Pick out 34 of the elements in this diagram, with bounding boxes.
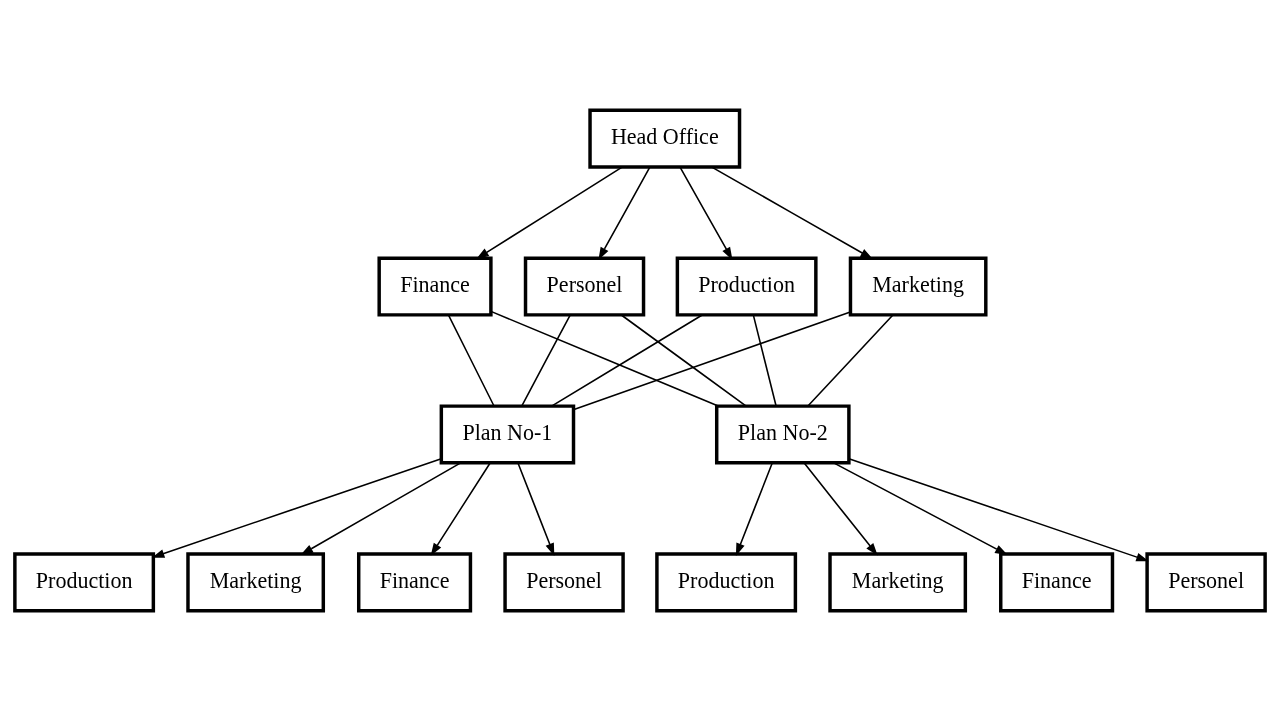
node-box: Personel (503, 551, 625, 612)
arrow (711, 165, 873, 259)
arrow (832, 461, 1008, 555)
connector (807, 314, 894, 407)
node-box: Personel (523, 256, 646, 317)
node-box: Production (675, 256, 818, 317)
node-box: Finance (357, 551, 473, 612)
arrow (803, 461, 878, 556)
node-box: Finance (377, 256, 493, 317)
arrow (848, 457, 1149, 561)
node-box: Marketing (828, 551, 968, 612)
node-box: Personel (1145, 551, 1267, 612)
node-box: Finance (999, 551, 1115, 612)
node-box: Marketing (186, 551, 326, 612)
node-box: Production (13, 551, 156, 612)
connector (521, 314, 571, 407)
connector (551, 313, 703, 407)
connector (620, 313, 747, 406)
arrow (517, 461, 555, 556)
arrow (735, 461, 773, 556)
connector (447, 314, 495, 407)
arrow (679, 166, 733, 260)
node-box: Plan No-1 (439, 403, 576, 465)
node-box: Plan No-2 (715, 403, 851, 465)
arrow (430, 461, 491, 556)
connector (490, 310, 719, 407)
node-box: Production (655, 551, 798, 612)
arrow (300, 461, 462, 555)
connector (573, 310, 852, 410)
arrow (598, 166, 651, 260)
node-box: Marketing (848, 256, 988, 317)
node-box: Head Office (588, 108, 742, 169)
connector (752, 314, 777, 407)
arrow (476, 165, 623, 259)
